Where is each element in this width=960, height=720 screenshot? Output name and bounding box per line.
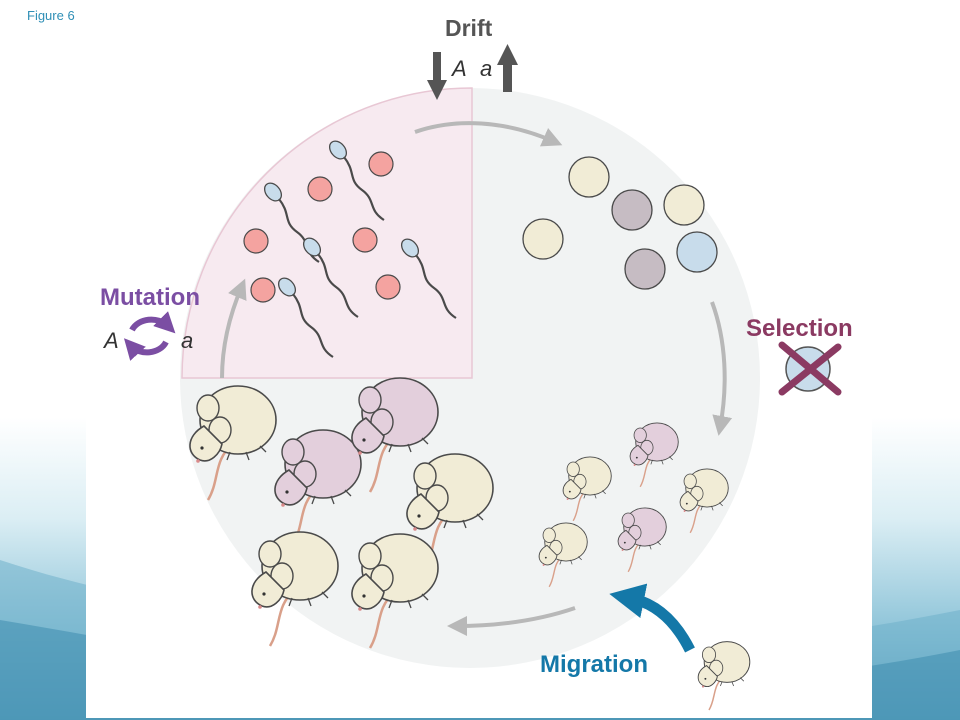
migration-title: Migration [540, 651, 648, 678]
mutation-allele-A: A [102, 328, 119, 353]
gamete-stage-area [181, 87, 473, 379]
migration-arrow-icon [609, 583, 695, 653]
drift-down-arrow-icon [427, 52, 447, 100]
drift-allele-a: a [480, 56, 492, 81]
mutation-allele-a: a [181, 328, 193, 353]
egg-cells [243, 151, 401, 303]
cycle-arrow-bottom [447, 606, 576, 636]
cycle-arrow-top [414, 121, 563, 147]
cycle-arrow-right [710, 301, 733, 436]
drift-title: Drift [445, 15, 493, 41]
migrant-mouse [697, 640, 751, 711]
cycle-arrow-left [220, 278, 247, 379]
mutation-title: Mutation [100, 284, 200, 311]
drift-allele-A: A [450, 56, 467, 81]
selection-title: Selection [746, 315, 853, 342]
selection-cross-icon [778, 341, 842, 396]
figure-label: Figure 6 [27, 8, 75, 23]
mutation-swap-arrows-icon [123, 311, 176, 361]
drift-up-arrow-icon [497, 44, 518, 92]
zygote-cells [522, 156, 718, 290]
